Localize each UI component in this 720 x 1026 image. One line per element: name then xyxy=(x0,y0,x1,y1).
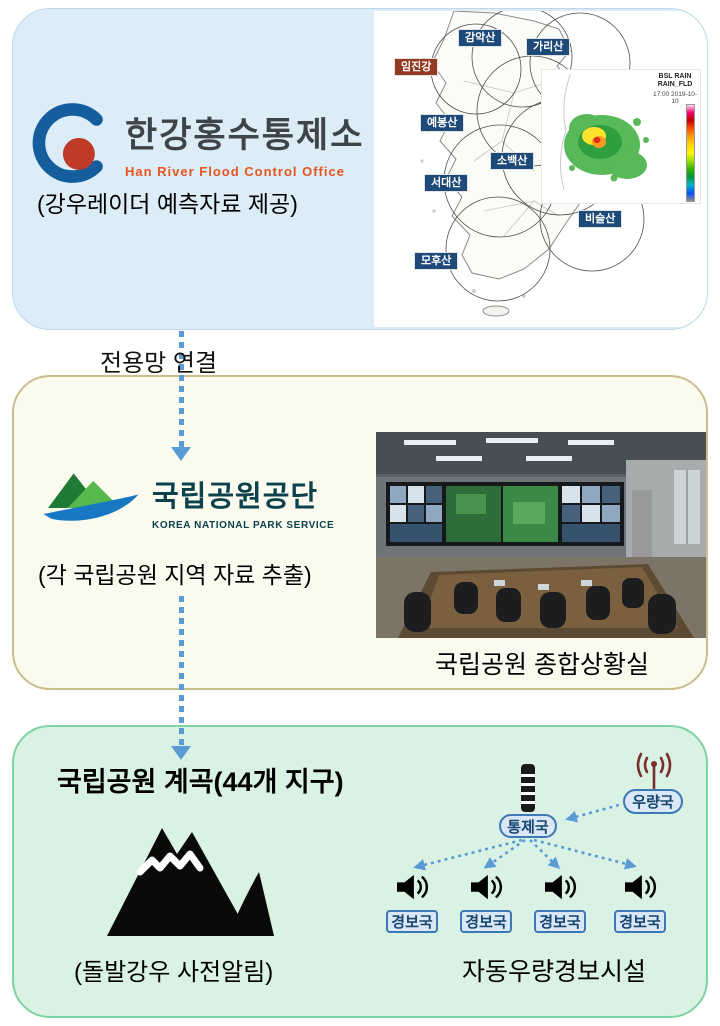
mountain-icon xyxy=(102,810,277,940)
panel2-caption: (각 국립공원 지역 자료 추출) xyxy=(38,562,312,588)
panel-national-park-service: 국립공원공단 KOREA NATIONAL PARK SERVICE (각 국립… xyxy=(12,375,708,690)
speaker-icon xyxy=(394,872,430,902)
warning-facility-caption: 자동우량경보시설 xyxy=(461,958,646,986)
knps-logo-icon xyxy=(42,464,140,540)
hanriver-logo-icon xyxy=(31,101,115,185)
connector1-arrowhead-icon xyxy=(171,447,191,461)
hanriver-org-name: 한강홍수통제소 xyxy=(125,116,365,155)
radar-color-legend xyxy=(686,104,695,202)
speaker-icon xyxy=(542,872,578,902)
map-label-sobaeksan: 소백산 xyxy=(490,152,535,171)
control-station-box: 통제국 xyxy=(499,814,557,838)
radar-coverage-map: BSL RAIN RAIN_FLD 17:00 2019-10-10 임진강 감… xyxy=(374,11,707,327)
hanriver-text-block: 한강홍수통제소 Han River Flood Control Office xyxy=(125,107,364,179)
warning-network-arrows xyxy=(413,803,637,871)
rain-gauge-station-box: 우량국 xyxy=(623,789,683,814)
speaker-icon xyxy=(468,872,504,902)
map-label-mohusan: 모후산 xyxy=(414,252,459,271)
radar-echo-graphic xyxy=(560,74,649,191)
control-room-photo-caption: 국립공원 종합상황실 xyxy=(435,651,649,679)
rain-gauge-antenna-icon xyxy=(632,750,676,790)
knps-org-name: 국립공원공단 xyxy=(152,481,319,513)
panel3-caption: (돌발강우 사전알림) xyxy=(74,959,274,986)
radar-echo-image: BSL RAIN RAIN_FLD 17:00 2019-10-10 xyxy=(541,69,701,204)
control-room-photo xyxy=(376,432,706,638)
panel1-caption: (강우레이더 예측자료 제공) xyxy=(37,191,298,217)
knps-org-name-en: KOREA NATIONAL PARK SERVICE xyxy=(152,520,335,531)
speaker-icon xyxy=(622,872,658,902)
connector1-label: 전용망 연결 xyxy=(100,350,218,377)
panel-flood-control-office: 한강홍수통제소 Han River Flood Control Office (… xyxy=(12,8,708,330)
radar-image-timestamp: 17:00 2019-10-10 xyxy=(652,91,698,106)
map-label-gamaksan: 감악산 xyxy=(458,29,503,48)
alarm-station-box: 경보국 xyxy=(460,910,512,933)
control-tower-icon xyxy=(515,762,541,814)
map-label-biseulsan: 비슬산 xyxy=(578,210,623,229)
alarm-station-box: 경보국 xyxy=(386,910,438,933)
map-label-seodaesan: 서대산 xyxy=(424,174,469,193)
knps-org-block: 국립공원공단 KOREA NATIONAL PARK SERVICE xyxy=(42,464,334,540)
hanriver-org-name-en: Han River Flood Control Office xyxy=(125,164,345,179)
connector2-arrowhead-icon xyxy=(171,746,191,760)
hanriver-org-block: 한강홍수통제소 Han River Flood Control Office xyxy=(31,101,364,185)
alarm-station-box: 경보국 xyxy=(534,910,586,933)
alarm-station-box: 경보국 xyxy=(614,910,666,933)
map-label-yebongsan: 예봉산 xyxy=(420,114,465,133)
panel3-title: 국립공원 계곡(44개 지구) xyxy=(57,767,344,797)
connector2-dotted-line xyxy=(179,596,184,746)
radar-image-title: BSL RAIN RAIN_FLD xyxy=(657,73,693,89)
knps-text-block: 국립공원공단 KOREA NATIONAL PARK SERVICE xyxy=(152,473,334,531)
panel-park-valleys: 국립공원 계곡(44개 지구) (돌발강우 사전알림) xyxy=(12,725,708,1018)
connector1-dotted-line xyxy=(179,331,184,447)
map-label-imjingang: 임진강 xyxy=(394,58,439,77)
map-label-garisan: 가리산 xyxy=(526,38,571,57)
